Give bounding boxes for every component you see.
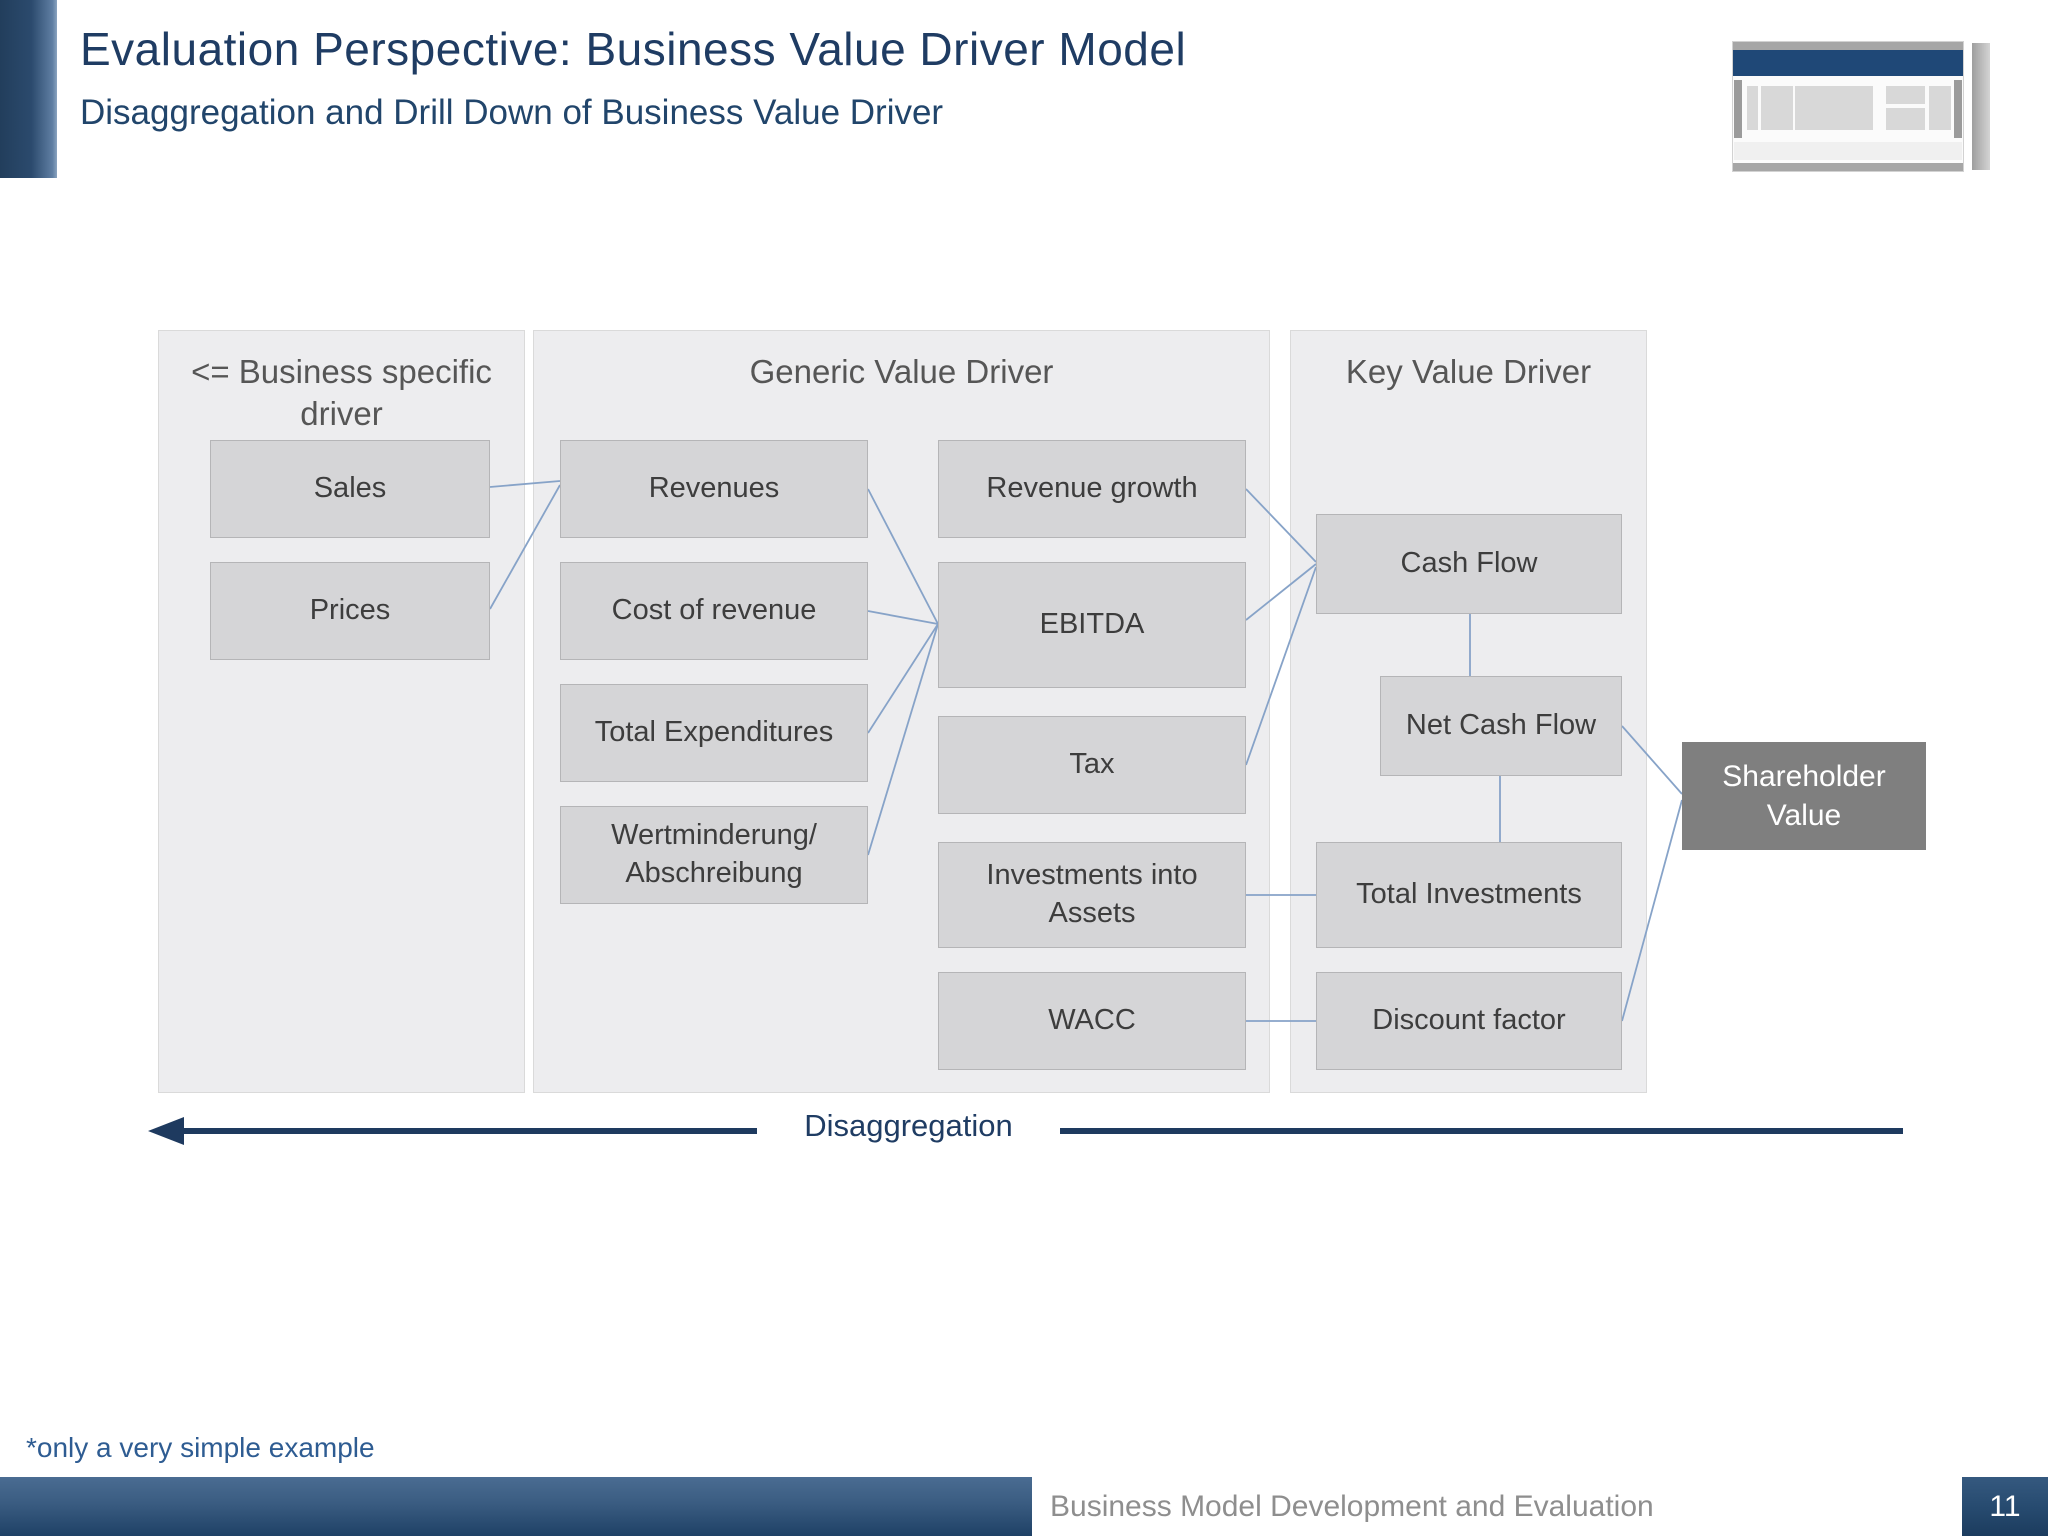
thumbnail-left-strip bbox=[1734, 80, 1742, 138]
page-subtitle: Disaggregation and Drill Down of Busines… bbox=[80, 93, 944, 132]
node-shareholder-value: Shareholder Value bbox=[1682, 742, 1926, 850]
thumbnail-block bbox=[1747, 86, 1758, 130]
node-ebitda: EBITDA bbox=[938, 562, 1246, 688]
thumbnail-block bbox=[1795, 86, 1873, 130]
node-net-cash-flow: Net Cash Flow bbox=[1380, 676, 1622, 776]
accent-bar bbox=[0, 0, 57, 178]
slide-layout-icon-sidebar bbox=[1972, 43, 1990, 170]
thumbnail-block bbox=[1886, 86, 1925, 104]
arrow-right-segment bbox=[1060, 1128, 1903, 1134]
footer-bar bbox=[0, 1477, 1032, 1536]
panel-title: <= Business specific driver bbox=[191, 353, 492, 433]
footer-title: Business Model Development and Evaluatio… bbox=[1050, 1489, 1654, 1523]
thumbnail-title-bar bbox=[1733, 50, 1963, 76]
slide-layout-icon bbox=[1733, 42, 1963, 171]
disaggregation-label: Disaggregation bbox=[804, 1108, 1013, 1143]
node-revenue-growth: Revenue growth bbox=[938, 440, 1246, 538]
node-investments-into-assets: Investments into Assets bbox=[938, 842, 1246, 948]
node-cost-of-revenue: Cost of revenue bbox=[560, 562, 868, 660]
node-wacc: WACC bbox=[938, 972, 1246, 1070]
thumbnail-right-strip bbox=[1954, 80, 1962, 138]
footnote: *only a very simple example bbox=[26, 1432, 375, 1463]
node-total-investments: Total Investments bbox=[1316, 842, 1622, 948]
thumbnail-row-strip bbox=[1734, 142, 1962, 160]
thumbnail-block bbox=[1886, 108, 1925, 130]
node-total-expenditures: Total Expenditures bbox=[560, 684, 868, 782]
node-prices: Prices bbox=[210, 562, 490, 660]
arrow-left-segment bbox=[182, 1128, 757, 1134]
thumbnail-block bbox=[1761, 86, 1793, 130]
node-cash-flow: Cash Flow bbox=[1316, 514, 1622, 614]
thumbnail-top-strip bbox=[1733, 42, 1963, 50]
page-number: 11 bbox=[1962, 1477, 2048, 1536]
arrow-left-head bbox=[148, 1117, 184, 1145]
node-wertminderung-abschreibung: Wertminderung/ Abschreibung bbox=[560, 806, 868, 904]
thumbnail-block bbox=[1929, 86, 1951, 130]
node-tax: Tax bbox=[938, 716, 1246, 814]
panel-title: Generic Value Driver bbox=[749, 353, 1054, 390]
panel-title: Key Value Driver bbox=[1345, 353, 1592, 390]
node-revenues: Revenues bbox=[560, 440, 868, 538]
node-sales: Sales bbox=[210, 440, 490, 538]
thumbnail-bottom-strip bbox=[1733, 163, 1963, 171]
node-discount-factor: Discount factor bbox=[1316, 972, 1622, 1070]
page-title: Evaluation Perspective: Business Value D… bbox=[80, 23, 1187, 75]
